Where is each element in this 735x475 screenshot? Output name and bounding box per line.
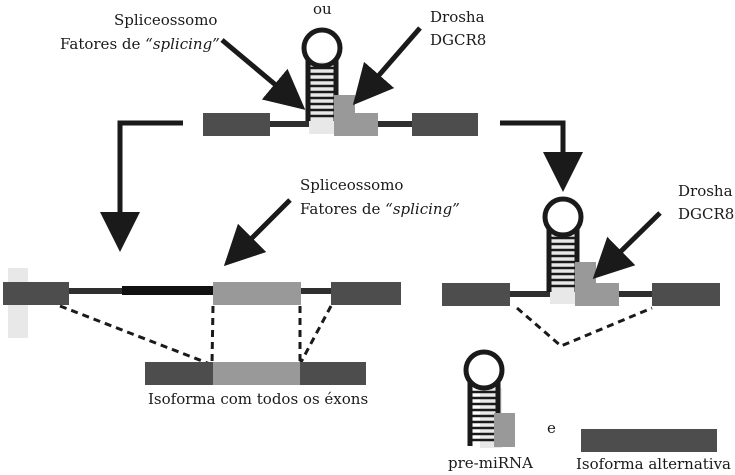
label-spliceossomo-mid: Spliceossomo <box>300 176 403 194</box>
isoform-full-exon-2 <box>213 362 300 385</box>
label-pre-mirna: pre-miRNA <box>448 454 533 472</box>
arrow-right-branch <box>500 120 583 192</box>
label-drosha-right: Drosha <box>678 182 733 200</box>
isoform-full <box>145 362 366 385</box>
label-isoforma-todos: Isoforma com todos os éxons <box>148 390 368 408</box>
right-exon-left <box>442 283 510 306</box>
splice-lines-left <box>59 304 333 366</box>
top-gene <box>203 27 478 136</box>
isoform-full-exon-3 <box>300 362 366 385</box>
label-fatores-top: Fatores de “splicing” <box>60 35 220 53</box>
label-dgcr8-top: DGCR8 <box>430 31 486 49</box>
arrow-drosha-right <box>592 211 662 280</box>
arrow-left-branch <box>100 120 183 252</box>
left-intron-dark <box>122 286 215 295</box>
label-spliceossomo-top: Spliceossomo <box>114 11 217 29</box>
isoform-alternativa-bar <box>581 429 717 452</box>
label-ou: ou <box>313 0 332 18</box>
label-isoforma-alternativa: Isoforma alternativa <box>576 455 731 473</box>
splice-lines-right <box>516 306 653 348</box>
label-fatores-mid-prefix: Fatores de <box>300 200 385 218</box>
isoform-full-exon-1 <box>145 362 213 385</box>
top-drosha-block <box>334 95 378 136</box>
left-gene <box>3 268 401 338</box>
left-exon-1 <box>3 282 69 305</box>
top-exon-right <box>412 113 478 136</box>
right-gene <box>442 196 720 306</box>
label-fatores-mid: Fatores de “splicing” <box>300 200 460 218</box>
label-fatores-top-italic: “splicing” <box>145 35 220 53</box>
left-exon-3 <box>331 282 401 305</box>
label-drosha-top: Drosha <box>430 8 485 26</box>
right-exon-right <box>652 283 720 306</box>
top-exon-left <box>203 113 270 136</box>
arrow-spliceossomo-top <box>220 38 306 110</box>
label-dgcr8-right: DGCR8 <box>678 205 734 223</box>
arrow-spliceossomo-mid <box>223 198 292 267</box>
right-drosha-block <box>575 262 619 306</box>
label-fatores-top-prefix: Fatores de <box>60 35 145 53</box>
label-fatores-mid-italic: “splicing” <box>385 200 460 218</box>
label-e: e <box>547 419 556 437</box>
pre-mirna-hairpin <box>463 349 515 448</box>
left-exon-2 <box>213 282 301 305</box>
arrow-drosha-top <box>352 26 422 106</box>
